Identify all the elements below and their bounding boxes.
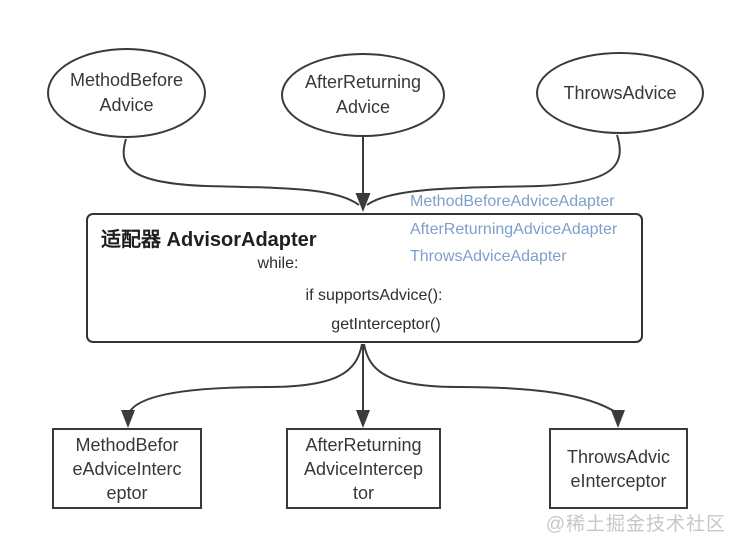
box-after-returning-line2: AdviceIntercep (303, 458, 424, 479)
arrowhead-into-methodbefore-interceptor (121, 410, 135, 428)
adapter-code-get-interceptor: getInterceptor() (331, 316, 441, 333)
box-after-returning-line1: AfterReturning (305, 434, 422, 455)
adapter-code-if-supports-advice: if supportsAdvice(): (305, 287, 443, 304)
box-method-before-advice-interceptor: MethodBefor eAdviceInterc eptor (52, 428, 202, 509)
label-throws-advice-adapter: ThrowsAdviceAdapter (410, 248, 567, 265)
box-after-returning-advice-interceptor: AfterReturning AdviceIntercep tor (286, 428, 441, 509)
box-method-before-line2: eAdviceInterc (72, 458, 182, 479)
label-after-returning-advice-adapter: AfterReturningAdviceAdapter (410, 220, 618, 238)
arrowhead-into-adapter (355, 193, 371, 212)
box-throws-advice-interceptor: ThrowsAdvic eInterceptor (549, 428, 688, 509)
adapter-code-while: while: (257, 255, 299, 272)
adapter-class-labels: MethodBeforeAdviceAdapter AfterReturning… (410, 188, 617, 271)
ellipse-after-returning-advice: AfterReturning Advice (281, 53, 445, 137)
box-after-returning-line3: tor (352, 482, 374, 503)
ellipse-method-before-advice-line1: MethodBefore (69, 70, 184, 90)
label-method-before-advice-adapter: MethodBeforeAdviceAdapter (410, 193, 615, 210)
arrowhead-into-afterreturning-interceptor (356, 410, 370, 428)
ellipse-after-returning-advice-line1: AfterReturning (304, 72, 422, 92)
arrow-adapter-to-methodbefore-interceptor (128, 343, 363, 414)
ellipse-after-returning-advice-line2: Advice (335, 97, 391, 117)
box-throws-line1: ThrowsAdvic (566, 446, 671, 467)
ellipse-throws-advice: ThrowsAdvice (536, 52, 704, 134)
advisor-adapter-title: 适配器 AdvisorAdapter (101, 229, 317, 251)
box-throws-line2: eInterceptor (570, 470, 667, 491)
box-method-before-line1: MethodBefor (75, 434, 179, 455)
arrow-methodbeforeadvice-to-adapter (122, 138, 360, 206)
advisor-adapter-box: 适配器 AdvisorAdapter while: if supportsAdv… (86, 213, 643, 343)
watermark-juejin-community: @稀土掘金技术社区 (545, 514, 726, 535)
ellipse-method-before-advice-line2: Advice (99, 95, 154, 115)
arrow-throwsadvice-to-adapter (366, 134, 621, 206)
ellipse-throws-advice-line1: ThrowsAdvice (563, 82, 677, 103)
arrow-adapter-to-throws-interceptor (363, 343, 618, 414)
arrowhead-into-throws-interceptor (611, 410, 625, 428)
box-method-before-line3: eptor (106, 482, 148, 503)
ellipse-method-before-advice: MethodBefore Advice (47, 48, 206, 138)
